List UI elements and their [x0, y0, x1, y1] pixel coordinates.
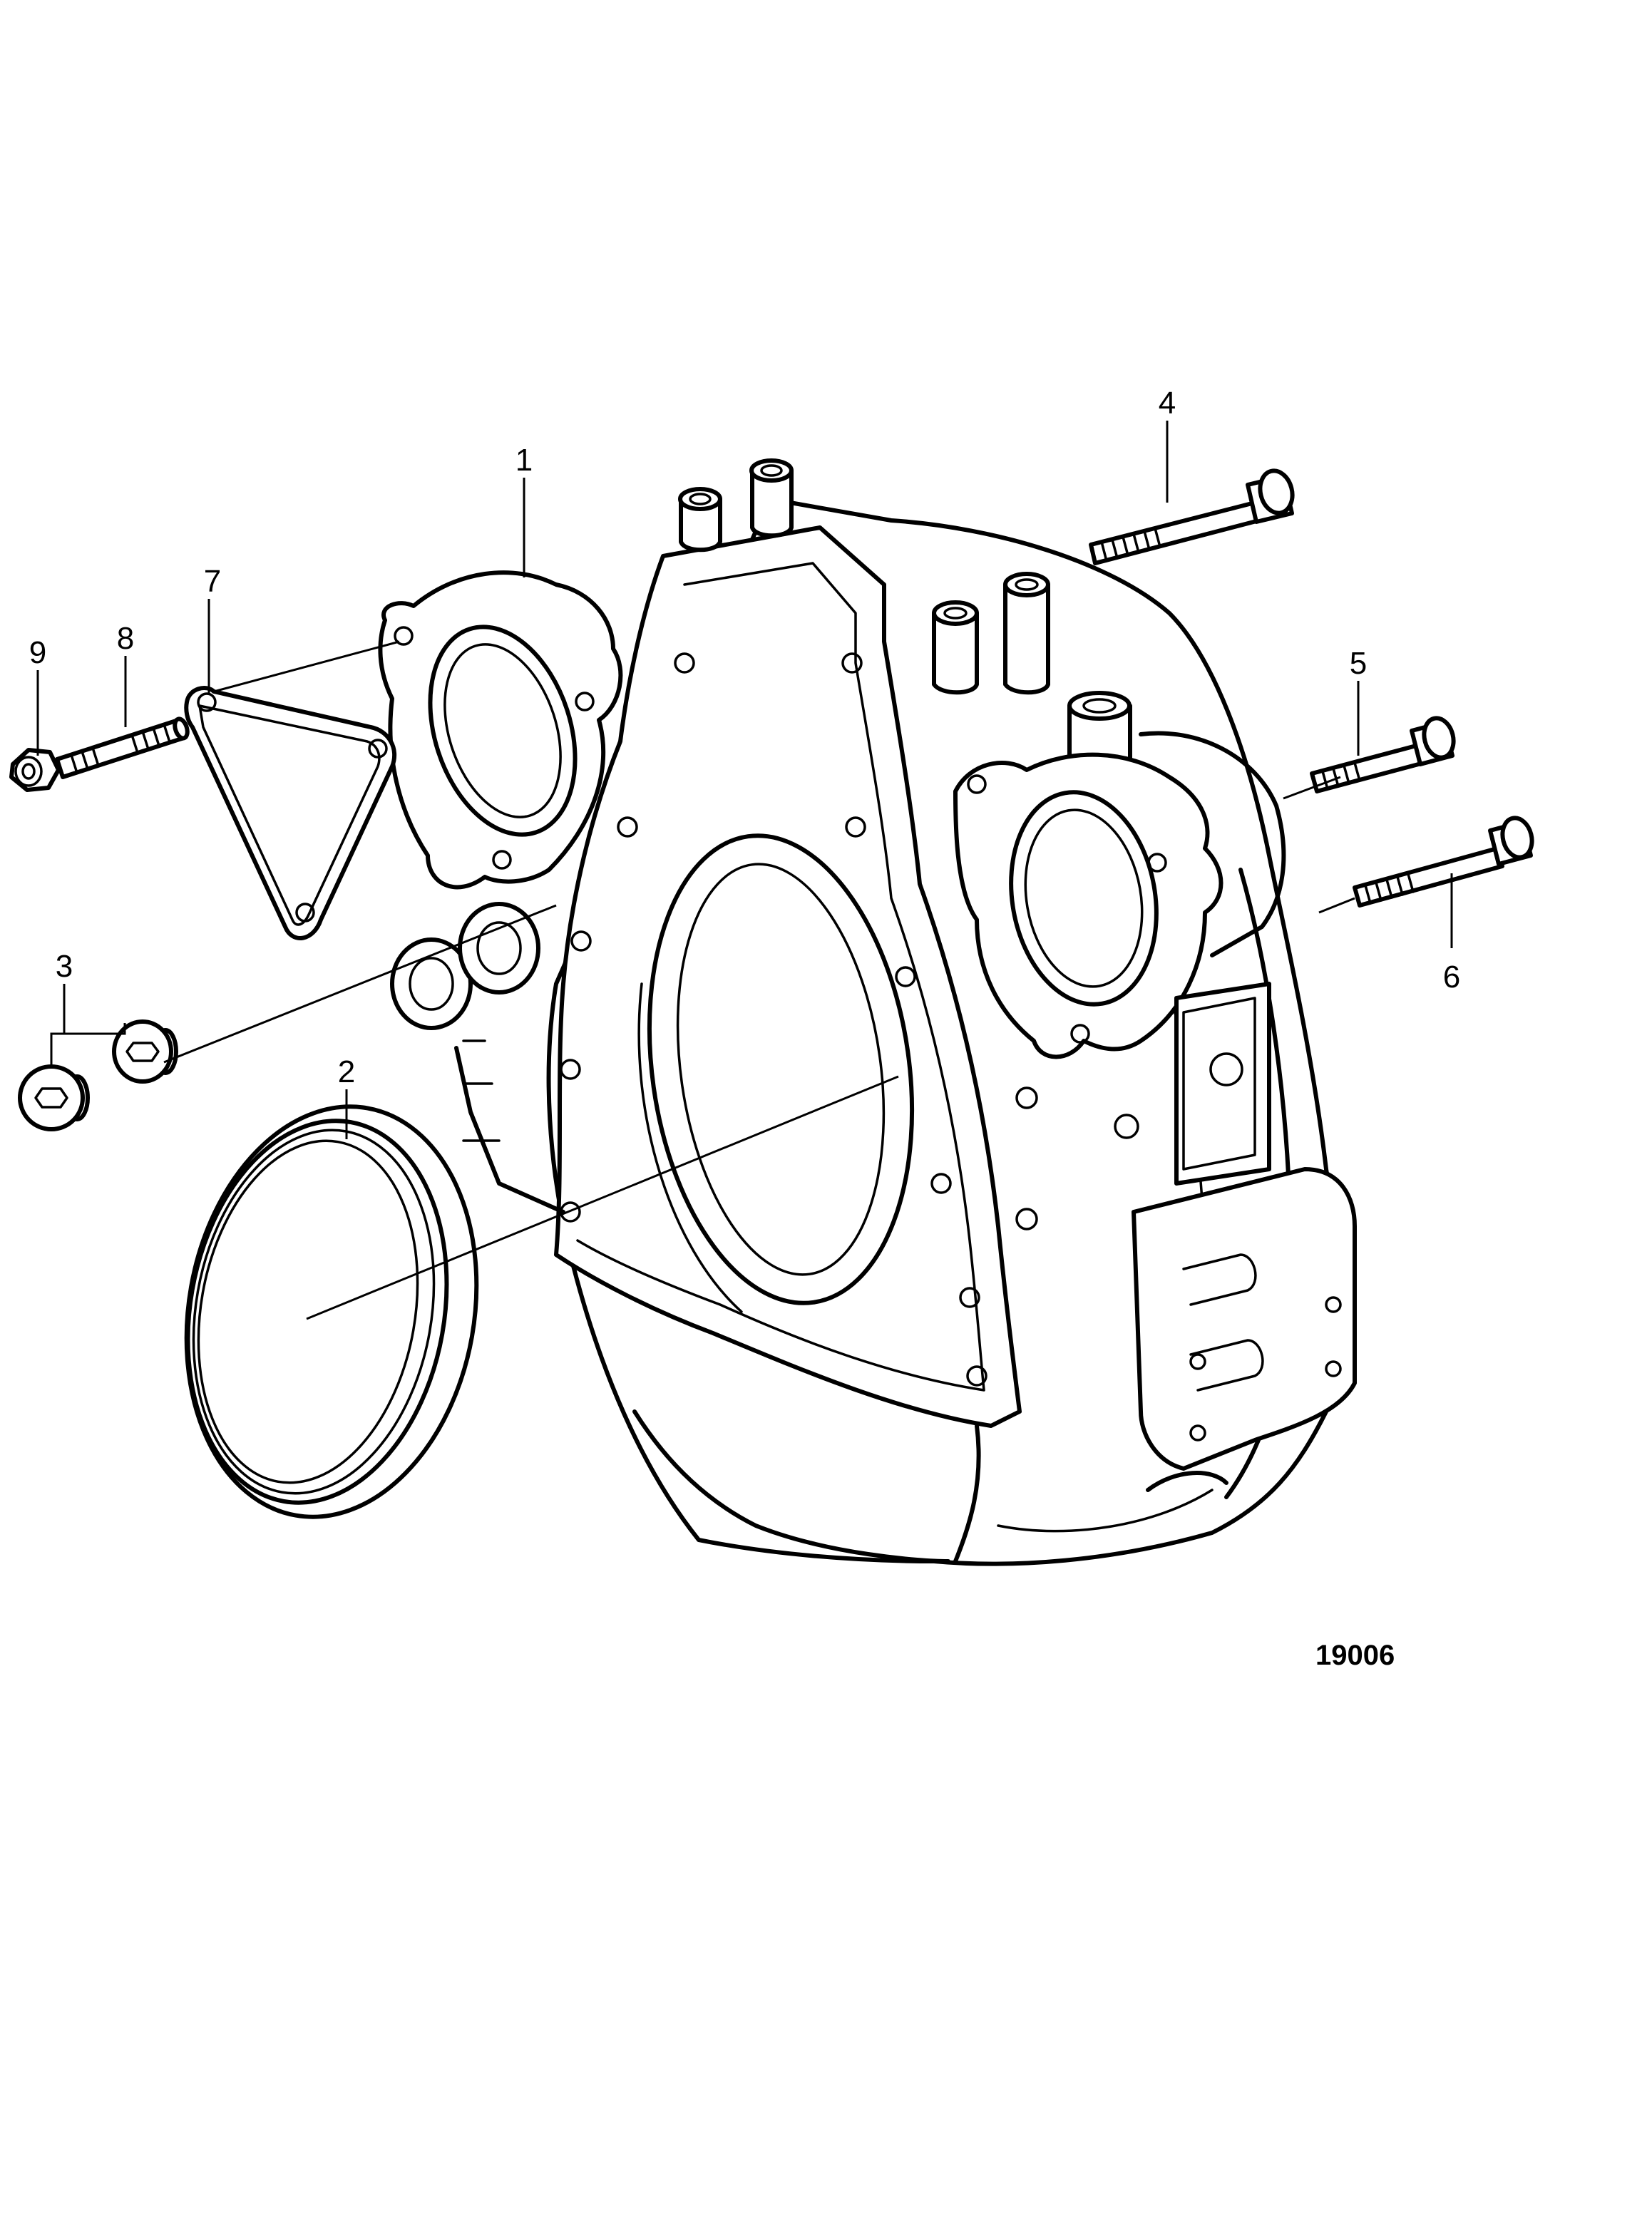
plug-pair [18, 1019, 178, 1131]
callout-1: 1 [515, 443, 533, 478]
callout-5: 5 [1350, 646, 1367, 681]
callout-8: 8 [117, 621, 134, 656]
callout-3: 3 [56, 949, 73, 984]
callout-2: 2 [338, 1054, 355, 1089]
flange-nut [9, 748, 61, 792]
cover-plate [184, 686, 397, 940]
callout-7: 7 [204, 564, 221, 599]
bolt-short-right-upper [1310, 716, 1456, 793]
bolt-short-right-lower [1353, 816, 1534, 908]
figure-number: 19006 [1315, 1640, 1395, 1671]
callout-6: 6 [1443, 960, 1460, 995]
callout-9: 9 [29, 635, 46, 670]
leader-lines [36, 421, 1453, 1320]
bolt-long-top [1089, 468, 1295, 565]
stud-bolt [55, 716, 190, 779]
callout-4: 4 [1159, 386, 1176, 421]
flywheel-housing [378, 458, 1357, 1566]
rear-crankshaft-seal [184, 1104, 479, 1519]
